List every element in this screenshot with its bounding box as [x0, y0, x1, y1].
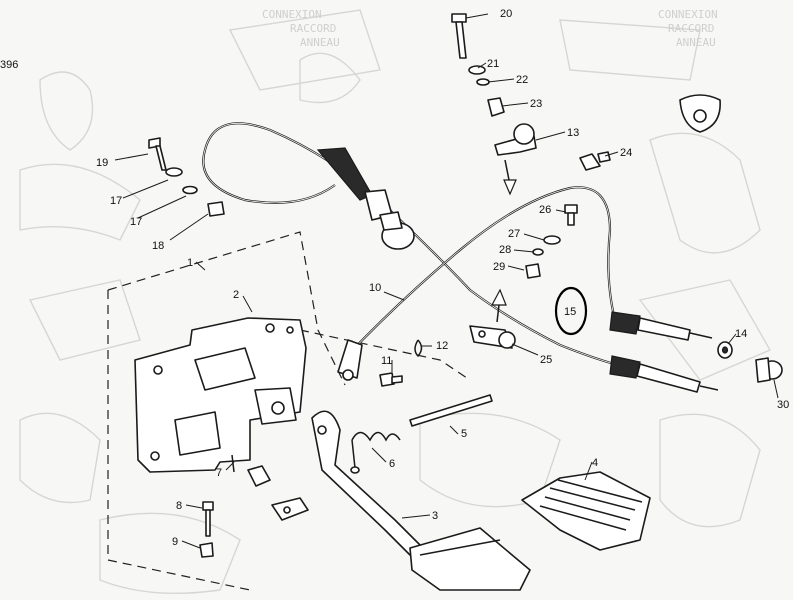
throttle-cable-lower	[344, 186, 719, 393]
callout-7: 7	[216, 467, 222, 479]
bolt-8	[202, 501, 214, 537]
rod-5	[409, 394, 493, 427]
bolt-stack-20-23	[451, 13, 505, 117]
ghost-text-4: CONNEXION	[658, 8, 718, 21]
callout-30: 30	[777, 399, 789, 411]
pedal-pad-4	[521, 471, 651, 551]
callout-25: 25	[540, 354, 552, 366]
screw-11	[379, 372, 403, 387]
callout-8: 8	[176, 500, 182, 512]
callout-19: 19	[96, 157, 108, 169]
ghost-text-6: ANNEAU	[676, 36, 716, 49]
highlight-circle	[554, 286, 588, 336]
page-reference: 396	[0, 59, 18, 71]
nut-9	[199, 542, 214, 558]
callout-9: 9	[172, 536, 178, 548]
assembly-boundary-mid	[299, 329, 471, 381]
callout-26: 26	[539, 204, 551, 216]
bolt-19	[148, 137, 167, 171]
callout-17a: 17	[110, 195, 122, 207]
callout-14: 14	[735, 328, 747, 340]
bolt-stack-26-29	[525, 204, 578, 279]
callout-5: 5	[461, 428, 467, 440]
washer-17a	[165, 167, 183, 177]
callout-24: 24	[620, 147, 632, 159]
leader-lines	[114, 13, 779, 549]
callout-15: 15	[564, 306, 576, 318]
callout-4: 4	[592, 457, 598, 469]
callout-3: 3	[432, 510, 438, 522]
ghost-text-1: CONNEXION	[262, 8, 322, 21]
ghost-text-3: ANNEAU	[300, 36, 340, 49]
cable-bracket-25	[469, 325, 516, 349]
pointer-arrow-head-25	[491, 288, 507, 306]
assembly-boundary-top	[107, 231, 346, 386]
pointer-arrow-shaft-25	[496, 304, 500, 323]
ghost-background: CONNEXION RACCORD ANNEAU CONNEXION RACCO…	[19, 8, 771, 595]
callout-18: 18	[152, 240, 164, 252]
callout-22: 22	[516, 74, 528, 86]
washer-14	[717, 341, 733, 359]
callout-labels: 1 2 3 4 5 6 7 8 9 10 11 12 13 14 15 17 1…	[96, 8, 789, 548]
callout-20: 20	[500, 8, 512, 20]
cable-clamp-13	[494, 123, 537, 156]
return-spring-6	[350, 431, 401, 474]
pedal-bracket-2	[134, 317, 307, 473]
bracket-part-30-upper	[679, 94, 721, 133]
cable-end-30	[755, 357, 783, 383]
callout-2: 2	[233, 289, 239, 301]
pin-12	[414, 339, 423, 358]
callout-23: 23	[530, 98, 542, 110]
nut-18	[207, 201, 225, 217]
callout-13: 13	[567, 127, 579, 139]
assembly-boundary-left	[107, 290, 251, 591]
callout-12: 12	[436, 340, 448, 352]
ghost-text-2: RACCORD	[290, 22, 336, 35]
pointer-arrow-head-13	[503, 179, 517, 196]
throttle-cable-upper	[202, 122, 641, 372]
ghost-text-5: RACCORD	[668, 22, 714, 35]
callout-10: 10	[369, 282, 381, 294]
callout-1: 1	[187, 257, 193, 269]
callout-6: 6	[389, 458, 395, 470]
pedal-arm-3	[311, 410, 531, 591]
callout-29: 29	[493, 261, 505, 273]
bolt-24	[579, 151, 611, 171]
washer-17b	[182, 185, 198, 195]
callout-27: 27	[508, 228, 520, 240]
hand-throttle-knob	[316, 147, 415, 250]
pivot-clip	[271, 497, 309, 521]
callout-28: 28	[499, 244, 511, 256]
callout-21: 21	[487, 58, 499, 70]
cable-end-fitting-10	[337, 339, 363, 381]
callout-17b: 17	[130, 216, 142, 228]
callout-11: 11	[381, 355, 392, 367]
